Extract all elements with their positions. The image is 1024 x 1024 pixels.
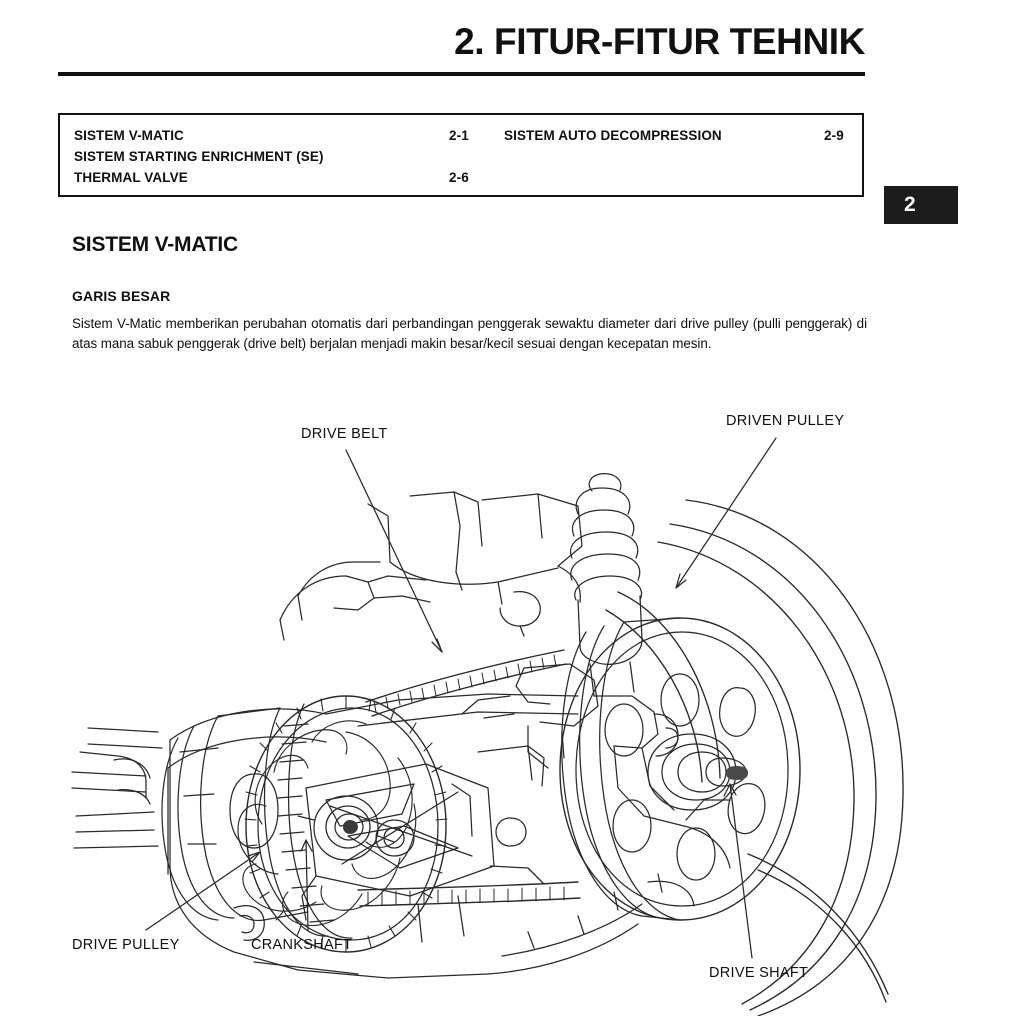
contents-column-left: SISTEM V-MATIC 2-1 SISTEM STARTING ENRIC… (74, 128, 494, 191)
contents-entry[interactable]: SISTEM AUTO DECOMPRESSION 2-9 (504, 128, 854, 149)
contents-entry[interactable]: SISTEM STARTING ENRICHMENT (SE) (74, 149, 494, 170)
drive-pulley-face (237, 695, 448, 953)
callout-driven-pulley: DRIVEN PULLEY (726, 413, 845, 429)
contents-entry-page: 2-6 (449, 170, 469, 185)
contents-entry-page: 2-1 (449, 128, 469, 143)
engine-upper-casing (279, 491, 583, 641)
overview-paragraph: Sistem V-Matic memberikan perubahan otom… (72, 316, 867, 351)
clutch-housing-drum (73, 707, 309, 922)
contents-entry-label: SISTEM AUTO DECOMPRESSION (504, 128, 722, 143)
subsection-heading: GARIS BESAR (72, 288, 171, 304)
callout-drive-pulley: DRIVE PULLEY (72, 937, 180, 953)
contents-entry[interactable]: SISTEM V-MATIC 2-1 (74, 128, 494, 149)
chapter-contents-box: SISTEM V-MATIC 2-1 SISTEM STARTING ENRIC… (58, 113, 864, 197)
section-heading: SISTEM V-MATIC (72, 233, 238, 256)
contents-entry-label: THERMAL VALVE (74, 170, 188, 185)
contents-entry-page: 2-9 (824, 128, 844, 143)
callout-drive-shaft: DRIVE SHAFT (709, 965, 809, 981)
chapter-index-tab: 2 (884, 186, 958, 224)
callout-leader-lines (145, 437, 777, 959)
vmatic-assembly-figure: DRIVE BELT DRIVEN PULLEY DRIVE PULLEY CR… (58, 396, 958, 1016)
drive-pulley-sleeve (263, 703, 353, 939)
title-divider (58, 72, 865, 76)
contents-entry-label: SISTEM STARTING ENRICHMENT (SE) (74, 149, 324, 164)
driven-pulley (559, 617, 801, 921)
drive-belt (357, 649, 581, 907)
contents-entry-label: SISTEM V-MATIC (74, 128, 184, 143)
vmatic-assembly-drawing (71, 437, 904, 1016)
rear-shock-absorber (570, 473, 643, 697)
transmission-case (71, 693, 695, 979)
contents-entry[interactable]: THERMAL VALVE 2-6 (74, 170, 494, 191)
callout-crankshaft: CRANKSHAFT (251, 937, 353, 953)
chapter-index-tab-number: 2 (904, 193, 916, 216)
contents-column-right: SISTEM AUTO DECOMPRESSION 2-9 (504, 128, 854, 149)
rear-wheel-outline (605, 499, 904, 1016)
page-title: 2. FITUR-FITUR TEHNIK (454, 21, 865, 62)
callout-drive-belt: DRIVE BELT (301, 426, 388, 442)
